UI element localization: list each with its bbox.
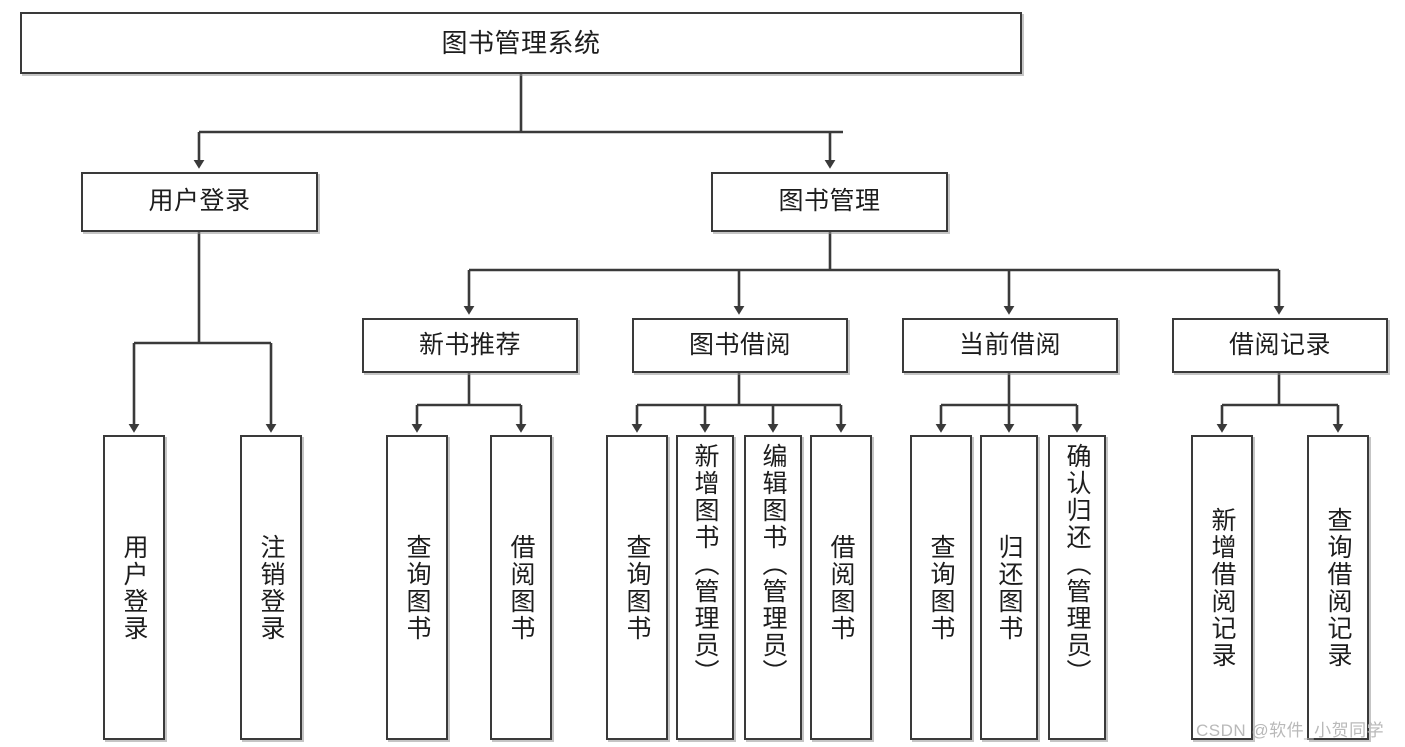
node-label: 当前借阅	[958, 330, 1061, 359]
leaf-user-login-signin[interactable]: 用户登录	[103, 435, 165, 740]
node-label: 图书借阅	[688, 330, 791, 359]
node-book-borrow[interactable]: 图书借阅	[632, 318, 848, 373]
node-book-management[interactable]: 图书管理	[711, 172, 948, 232]
node-label: 编辑图书（管理员）	[759, 443, 787, 686]
leaf-book-borrow-lend[interactable]: 借阅图书	[810, 435, 872, 740]
leaf-book-borrow-add[interactable]: 新增图书（管理员）	[676, 435, 734, 740]
leaf-user-login-signout[interactable]: 注销登录	[240, 435, 302, 740]
leaf-new-book-query[interactable]: 查询图书	[386, 435, 448, 740]
node-label: 新增借阅记录	[1208, 506, 1236, 669]
leaf-new-book-borrow[interactable]: 借阅图书	[490, 435, 552, 740]
node-label: 用户登录	[120, 533, 148, 642]
node-label: 新增图书（管理员）	[691, 443, 719, 686]
node-label: 借阅图书	[507, 533, 535, 642]
leaf-current-borrow-confirm-return[interactable]: 确认归还（管理员）	[1048, 435, 1106, 740]
node-label: 查询图书	[403, 533, 431, 642]
node-borrow-record[interactable]: 借阅记录	[1172, 318, 1388, 373]
leaf-borrow-record-add[interactable]: 新增借阅记录	[1191, 435, 1253, 740]
leaf-book-borrow-edit[interactable]: 编辑图书（管理员）	[744, 435, 802, 740]
csdn-watermark: CSDN @软件_小贺同学	[1196, 721, 1385, 740]
node-label: 新书推荐	[418, 330, 521, 359]
node-label: 查询图书	[927, 533, 955, 642]
node-label: 归还图书	[995, 533, 1023, 642]
node-label: 借阅图书	[827, 533, 855, 642]
node-current-borrow[interactable]: 当前借阅	[902, 318, 1118, 373]
node-label: 图书管理系统	[441, 27, 601, 58]
node-label: 查询借阅记录	[1324, 506, 1352, 669]
node-label: 注销登录	[257, 533, 285, 642]
leaf-borrow-record-query[interactable]: 查询借阅记录	[1307, 435, 1369, 740]
node-label: 图书管理	[778, 187, 881, 216]
node-label: 用户登录	[148, 187, 251, 216]
node-root-system[interactable]: 图书管理系统	[20, 12, 1022, 74]
node-label: 确认归还（管理员）	[1063, 443, 1091, 686]
leaf-current-borrow-return[interactable]: 归还图书	[980, 435, 1038, 740]
node-label: 借阅记录	[1228, 330, 1331, 359]
leaf-book-borrow-query[interactable]: 查询图书	[606, 435, 668, 740]
node-new-book-recommend[interactable]: 新书推荐	[362, 318, 578, 373]
leaf-current-borrow-query[interactable]: 查询图书	[910, 435, 972, 740]
node-label: 查询图书	[623, 533, 651, 642]
node-user-login[interactable]: 用户登录	[81, 172, 318, 232]
